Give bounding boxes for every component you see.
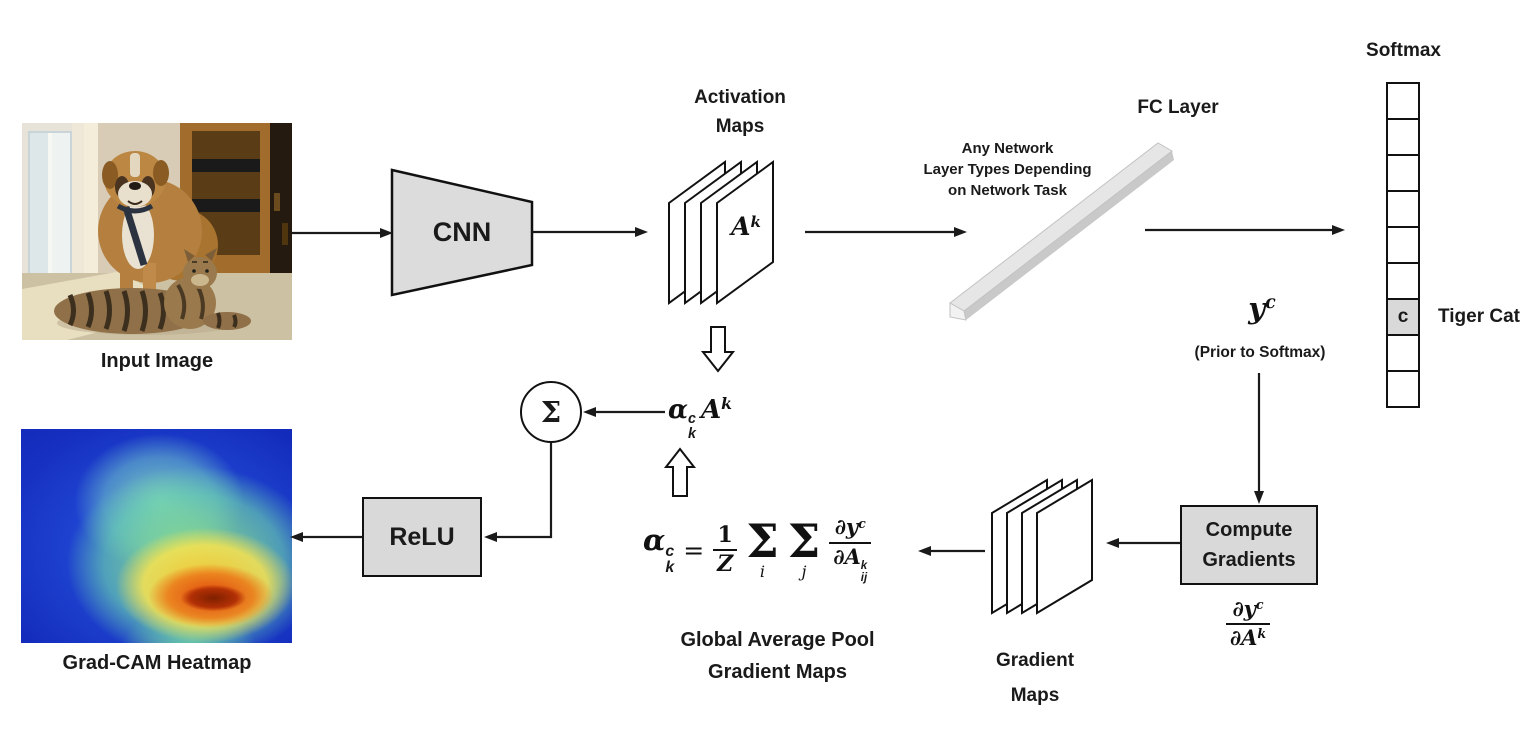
softmax-cell (1388, 336, 1418, 372)
hollow-arrow-down-icon (700, 326, 736, 373)
sigma-i: Σ i (746, 513, 779, 582)
yc-symbol: yc (1248, 291, 1276, 325)
input-photo-illustration (22, 123, 292, 340)
softmax-cell (1388, 156, 1418, 192)
prior-to-softmax-label: (Prior to Softmax) (1194, 344, 1326, 361)
activation-symbol: Ak (731, 212, 761, 241)
relu-box: ReLU (362, 497, 482, 577)
gradient-fraction: ∂yc ∂Ak (1213, 596, 1283, 651)
fc-layer-bar (949, 142, 1174, 321)
softmax-cell (1388, 228, 1418, 264)
softmax-cell (1388, 84, 1418, 120)
gradient-maps-stack (991, 478, 1093, 615)
activation-maps-label: Activation Maps (694, 87, 786, 137)
activation-maps-stack (668, 160, 774, 305)
grad-cam-heatmap-image (21, 429, 292, 643)
softmax-cell (1388, 192, 1418, 228)
softmax-column: c (1386, 82, 1420, 408)
summation-node: Σ (520, 381, 582, 443)
softmax-cell (1388, 120, 1418, 156)
softmax-cell (1388, 264, 1418, 300)
softmax-cell-highlighted: c (1388, 300, 1418, 336)
input-image-label: Input Image (100, 350, 214, 372)
connector-sum-to-relu (496, 443, 553, 539)
tiger-cat-label: Tiger Cat (1438, 306, 1521, 327)
grad-cam-heatmap-label: Grad-CAM Heatmap (62, 652, 252, 674)
arrows (290, 225, 1345, 556)
network-note: Any Network Layer Types Depending on Net… (923, 140, 1092, 199)
cnn-label: CNN (432, 217, 492, 247)
fc-layer-label: FC Layer (1137, 97, 1219, 118)
hollow-arrow-up-icon (663, 447, 697, 497)
cnn-trapezoid (390, 168, 534, 297)
sigma-j: Σ j (787, 513, 821, 582)
gradient-maps-label: Gradient Maps (995, 650, 1075, 707)
gap-caption: Global Average Pool Gradient Maps (680, 629, 875, 683)
compute-gradients-box: Compute Gradients (1180, 505, 1318, 585)
softmax-label: Softmax (1366, 40, 1441, 61)
input-image-photo (22, 123, 292, 340)
softmax-cell (1388, 372, 1418, 406)
